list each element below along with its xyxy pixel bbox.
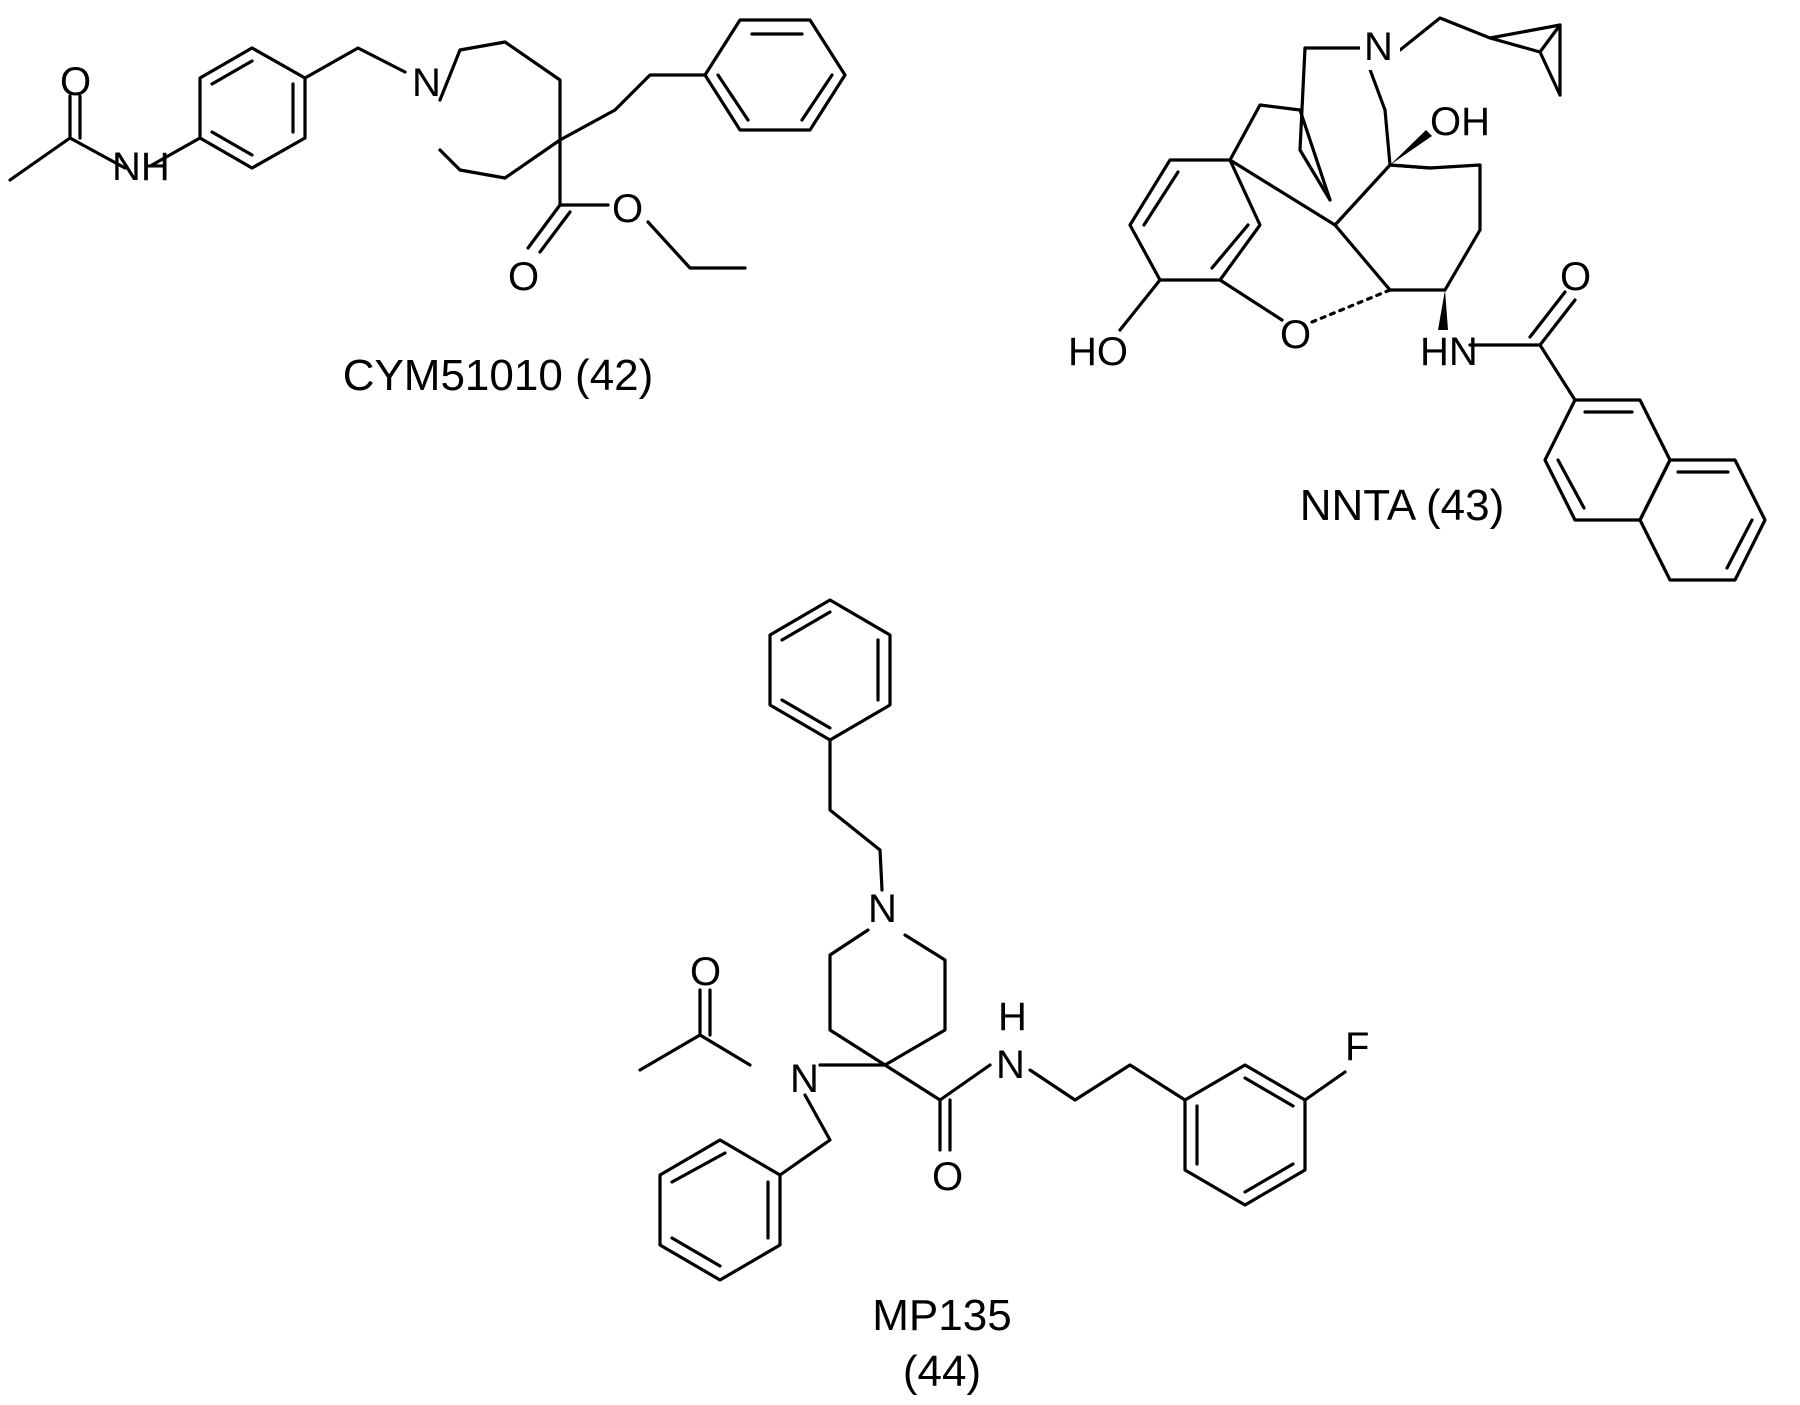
atom-label: O xyxy=(690,950,721,994)
compound-43-atom-labels: N OH HO O HN O xyxy=(1068,20,1591,374)
atom-label: NH xyxy=(112,145,170,189)
compound-43-label: NNTA (43) xyxy=(1300,481,1505,530)
atom-label: N xyxy=(790,1057,819,1101)
atom-label: N xyxy=(412,61,441,105)
atom-label: OH xyxy=(1430,100,1490,144)
compound-44-label: MP135 xyxy=(872,1291,1011,1340)
compound-42-atom-labels: O NH N O O xyxy=(60,60,643,299)
atom-label: N xyxy=(996,1043,1025,1087)
atom-label: HN xyxy=(1420,330,1478,374)
compound-44-atom-labels: N O N H N O F xyxy=(690,887,1369,1199)
atom-label: F xyxy=(1345,1025,1369,1069)
atom-label: N xyxy=(868,887,897,931)
atom-label: O xyxy=(1280,313,1311,357)
compound-44-structure xyxy=(638,598,1347,1282)
atom-label: O xyxy=(612,187,643,231)
atom-label: HO xyxy=(1068,330,1128,374)
compound-43-structure xyxy=(1118,16,1767,582)
atom-label: O xyxy=(1560,255,1591,299)
compound-42-label: CYM51010 (42) xyxy=(343,351,654,400)
atom-label: O xyxy=(60,60,91,104)
atom-label: O xyxy=(508,255,539,299)
atom-label: H xyxy=(998,995,1027,1039)
atom-label: O xyxy=(932,1155,963,1199)
atom-label: N xyxy=(1364,25,1393,69)
compound-42-structure xyxy=(8,18,847,270)
compound-44-number: (44) xyxy=(903,1347,981,1396)
